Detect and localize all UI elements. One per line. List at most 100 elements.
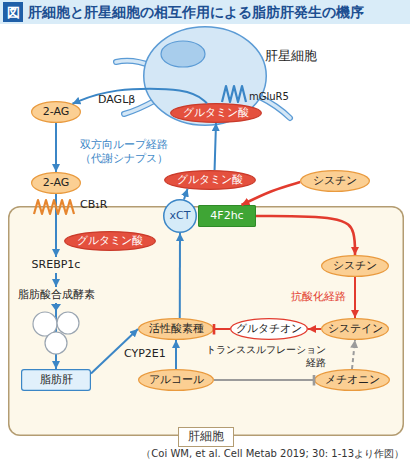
glutamate-ellipse-shape — [65, 232, 156, 251]
metabolite-ellipse-outline — [31, 172, 81, 194]
metabolite-ellipse-shape — [139, 319, 214, 340]
arrow-connector — [55, 123, 57, 172]
glutamate-ellipse: グルタミン酸 — [164, 170, 256, 190]
lipid-droplet — [45, 332, 67, 354]
process-box: 脂肪肝 — [21, 369, 91, 391]
figure-title: 肝細胞と肝星細胞の相互作用による脂肪肝発生の機序 — [28, 3, 364, 21]
cell-heading: 肝細胞 — [178, 427, 234, 447]
cb1r-receptor — [34, 200, 74, 214]
arrow-connector — [175, 340, 177, 369]
lipid-droplet — [33, 312, 57, 336]
node-label: xCT — [163, 199, 197, 233]
inhibition-connector — [214, 379, 314, 381]
arrow-connector — [352, 340, 355, 369]
metabolite-ellipse: シスチン — [300, 170, 370, 192]
cell-process — [116, 61, 152, 66]
metabolite-ellipse-shape — [231, 319, 308, 340]
arrow-connector — [256, 216, 355, 255]
stellate-cell: 肝星細胞グルタミン酸 — [143, 26, 267, 126]
metabolite-ellipse-outline — [138, 369, 214, 391]
figure-tag: 図 — [3, 2, 23, 22]
hepatocyte-cell: 肝細胞xCT4F2hcグルタミン酸SREBP1c脂肪酸合成酵素脂肪肝活性酸素種シ… — [8, 206, 404, 436]
receptor-label: CB₁R — [80, 198, 107, 212]
pathway-note: トランススルフレーション 経路 — [202, 343, 326, 369]
metabolite-ellipse: システイン — [321, 318, 389, 340]
lipid-droplet — [57, 312, 79, 334]
metabolite-ellipse-outline — [300, 170, 370, 192]
metabolite-ellipse-shape — [139, 370, 214, 391]
arrow-connector — [72, 89, 207, 104]
transporter-circle-outline — [163, 199, 197, 233]
metabolite-ellipse: 2-AG — [31, 172, 81, 194]
arrow-connector — [55, 303, 57, 369]
arrow-connector — [242, 182, 301, 205]
metabolite-ellipse-shape — [315, 370, 390, 391]
cell-nucleus — [161, 41, 205, 67]
arrow-connector — [308, 328, 321, 330]
node-label: 脂肪肝 — [21, 369, 91, 391]
node-label: アルコール — [138, 369, 214, 391]
metabolite-ellipse-outline — [138, 318, 214, 340]
pathway-note: 抗酸化経路 — [278, 290, 346, 304]
metabolite-ellipse-outline — [321, 255, 389, 277]
node-label: グルタミン酸 — [64, 231, 156, 251]
node-label: メチオニン — [314, 369, 390, 391]
metabolite-ellipse: アルコール — [138, 369, 214, 391]
stellate-cell-outline — [143, 26, 267, 126]
mglur5-receptor — [222, 86, 246, 102]
node-label: 脂肪酸合成酵素 — [12, 287, 100, 303]
glutamate-ellipse-shape — [171, 104, 262, 123]
node-label: 2-AG — [31, 101, 81, 123]
stellate-processes — [116, 61, 290, 118]
cell-process — [258, 96, 290, 118]
node-label: グルタミン酸 — [164, 170, 256, 190]
glutamate-ellipse-shape — [165, 171, 256, 190]
transporter-circle-shape — [164, 200, 197, 233]
metabolite-ellipse-shape — [322, 319, 389, 340]
metabolite-ellipse: 2-AG — [31, 101, 81, 123]
glutamate-ellipse-outline — [170, 103, 262, 123]
transporter-circle: xCT — [163, 199, 197, 233]
metabolite-ellipse-outline — [31, 101, 81, 123]
metabolite-ellipse-shape — [301, 171, 370, 192]
arrow-connector — [179, 233, 181, 318]
cell-heading: 肝星細胞 — [265, 48, 317, 64]
metabolite-ellipse: メチオニン — [314, 369, 390, 391]
metabolite-ellipse: グルタチオン — [230, 318, 308, 340]
receptor-label: mGluR5 — [249, 90, 289, 103]
arrow-connector — [184, 189, 188, 200]
figure-caption: （Coi WM, et al. Cell Metab 2019; 30: 1-1… — [141, 447, 404, 460]
arrow-connector — [215, 123, 216, 170]
glutamate-ellipse: グルタミン酸 — [170, 103, 262, 123]
metabolite-ellipse-shape — [322, 256, 389, 277]
node-label: シスチン — [321, 255, 389, 277]
stellate-cell-shape — [144, 27, 267, 126]
node-label: システイン — [321, 318, 389, 340]
glutamate-ellipse: グルタミン酸 — [64, 231, 156, 251]
enzyme-label: CYP2E1 — [124, 347, 166, 361]
factor-text: SREBP1c — [16, 257, 96, 273]
glutamate-ellipse-outline — [164, 170, 256, 190]
arrow-connector — [354, 277, 356, 318]
cell-process — [124, 100, 156, 114]
inhibition-connector — [214, 328, 230, 330]
metabolite-ellipse-outline — [321, 318, 389, 340]
arrow-connector — [91, 329, 138, 373]
transporter-box: 4F2hc — [198, 205, 256, 227]
edge-label: DAGLβ — [98, 93, 135, 107]
cell-process — [116, 61, 152, 66]
arrow-head — [51, 304, 61, 311]
node-label: 活性酸素種 — [138, 318, 214, 340]
node-label: SREBP1c — [16, 257, 96, 273]
node-label: グルタチオン — [230, 318, 308, 340]
node-label: グルタミン酸 — [170, 103, 262, 123]
metabolite-ellipse-outline — [230, 318, 308, 340]
glutamate-ellipse-outline — [64, 231, 156, 251]
arrow-connector — [55, 273, 57, 287]
metabolite-ellipse-shape — [32, 102, 81, 123]
